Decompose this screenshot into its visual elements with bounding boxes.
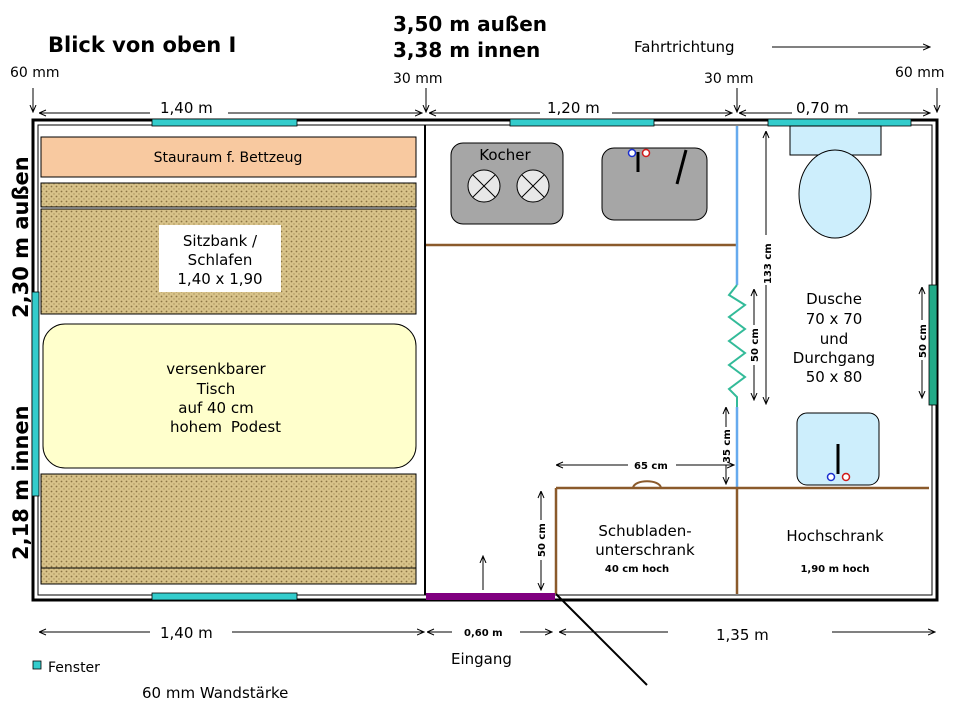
dim-35-bg — [720, 427, 732, 465]
shower-label-4: Durchgang — [793, 349, 875, 367]
drawer-cabinet-label-2: unterschrank — [595, 541, 695, 559]
window-bottom-left — [151, 592, 298, 601]
stove-label: Kocher — [479, 146, 531, 164]
stove — [450, 142, 564, 225]
outer-width-label: 3,50 m außen — [393, 12, 547, 36]
wall-60mm-left-label: 60 mm — [10, 65, 60, 81]
retractable-table — [42, 323, 417, 469]
window-top-left — [151, 118, 298, 127]
dim-top-2: 1,20 m — [547, 99, 600, 117]
seat-label-1: Sitzbank / — [183, 232, 258, 250]
burner-left — [467, 169, 501, 203]
drawer-cabinet-label-1: Schubladen- — [598, 522, 691, 540]
window-left — [31, 291, 40, 497]
dim-35-label: 35 cm — [722, 429, 733, 463]
dim-50-right-bg — [916, 320, 928, 360]
inner-width-label: 3,38 m innen — [393, 38, 540, 62]
dim-133-label: 133 cm — [763, 243, 774, 284]
window-top-middle — [509, 118, 655, 127]
legend-window-label: Fenster — [48, 660, 100, 676]
burner-right — [516, 169, 550, 203]
dim-top-1: 1,40 m — [160, 99, 213, 117]
dim-bottom-1: 1,40 m — [160, 624, 213, 642]
table-label-bold: Podest — [231, 418, 281, 436]
faucet-icon — [627, 148, 688, 185]
dim-50-cab-bg — [535, 520, 547, 560]
drawer-height-label: 40 cm hoch — [605, 564, 669, 575]
drawer-handle-icon — [632, 480, 662, 489]
wall-thickness-label: 60 mm Wandstärke — [142, 684, 288, 702]
table-label-3: auf 40 cm — [178, 399, 253, 417]
toilet-bowl — [798, 149, 872, 239]
bench-strip-top — [40, 182, 417, 208]
direction-label: Fahrtrichtung — [634, 38, 735, 56]
dim-50-curtain-label: 50 cm — [750, 328, 761, 362]
shower-label-1: Dusche — [806, 290, 862, 308]
shower-curtain — [727, 284, 747, 407]
dim-50-curtain-bg — [749, 325, 761, 365]
seat-label-2: Schlafen — [188, 251, 253, 269]
tall-height-label: 1,90 m hoch — [800, 564, 869, 575]
entrance-label: Eingang — [451, 650, 512, 668]
seat-label-3: 1,40 x 1,90 — [177, 270, 262, 288]
dim-bottom-3: 1,35 m — [716, 626, 769, 644]
page-title: Blick von oben I — [48, 33, 236, 57]
wall-60mm-right-label: 60 mm — [895, 65, 945, 81]
dim-133-bg — [760, 235, 772, 285]
shower-label-5: 50 x 80 — [806, 368, 863, 386]
storage-area — [40, 136, 417, 178]
seat-bench-lower — [40, 473, 417, 569]
dim-top-3: 0,70 m — [796, 99, 849, 117]
basin-faucet-icon — [826, 444, 851, 482]
dim-50-right-label: 50 cm — [918, 324, 929, 358]
wall-30mm-label-a: 30 mm — [393, 71, 443, 87]
tall-cabinet-label: Hochschrank — [786, 527, 884, 545]
dim-65-label: 65 cm — [634, 461, 668, 472]
left-inner-label: 2,18 m innen — [9, 405, 33, 560]
table-label-2: Tisch — [196, 380, 235, 398]
dim-50-cab-label: 50 cm — [537, 523, 548, 557]
shower-label-2: 70 x 70 — [806, 310, 863, 328]
window-top-right — [767, 118, 912, 127]
shower-label-3: und — [820, 330, 849, 348]
table-label-4: hohem — [170, 418, 222, 436]
table-label-1: versenkbarer — [166, 360, 266, 378]
legend-window-swatch — [32, 660, 42, 670]
door-swing — [555, 593, 648, 686]
kitchen-sink — [601, 147, 708, 221]
dim-bottom-2: 0,60 m — [464, 628, 503, 639]
left-outer-label: 2,30 m außen — [9, 156, 33, 318]
bench-strip-bottom — [40, 567, 417, 585]
seat-label-box — [159, 225, 281, 292]
wall-30mm-label-b: 30 mm — [704, 71, 754, 87]
entrance-door-opening — [426, 593, 555, 600]
window-right — [928, 284, 938, 406]
storage-label: Stauraum f. Bettzeug — [154, 150, 303, 166]
